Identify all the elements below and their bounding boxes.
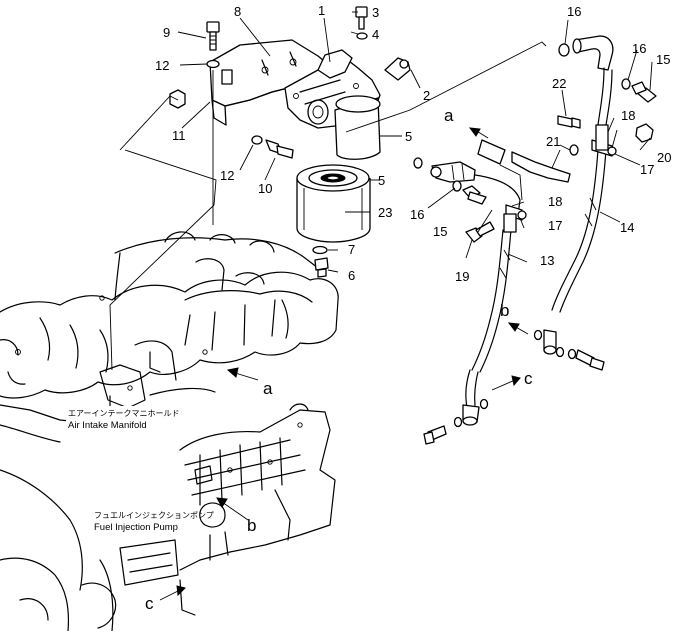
callout-9: 9 xyxy=(163,25,170,40)
hose-bracket xyxy=(511,151,571,183)
callout-7: 7 xyxy=(348,242,355,257)
callout-15-left: 15 xyxy=(433,224,447,239)
bolt-b xyxy=(575,349,605,371)
callout-17-left: 17 xyxy=(548,218,562,233)
elbow-16-left xyxy=(430,161,476,183)
callout-11: 11 xyxy=(172,128,186,143)
bolt-9 xyxy=(206,21,220,51)
bolt-3 xyxy=(355,6,368,30)
filter-cartridge-23 xyxy=(296,164,371,243)
callout-2: 2 xyxy=(423,88,430,103)
washer-b xyxy=(533,329,543,341)
leader-lines xyxy=(109,11,653,371)
callout-10: 10 xyxy=(258,181,272,196)
callout-18-right: 18 xyxy=(621,108,635,123)
view-letter-a-lower: a xyxy=(263,379,273,398)
callout-16-top: 16 xyxy=(567,4,581,19)
callout-6: 6 xyxy=(348,268,355,283)
callout-8: 8 xyxy=(234,4,241,19)
washer-b3 xyxy=(567,348,577,360)
fuel-pump-label-en: Fuel Injection Pump xyxy=(94,522,178,533)
washer-21 xyxy=(569,144,579,156)
callout-4: 4 xyxy=(372,27,379,42)
view-letter-a-upper: a xyxy=(444,106,454,125)
view-arrows xyxy=(159,127,529,601)
fuel-injection-pump xyxy=(0,403,336,632)
callout-21: 21 xyxy=(546,134,560,149)
callout-14: 14 xyxy=(620,220,634,235)
filter-cartridge-upper xyxy=(334,95,381,160)
washer-16-top xyxy=(558,43,570,57)
filter-bracket xyxy=(209,39,336,126)
bolt-10 xyxy=(265,139,294,159)
view-letter-c-upper: c xyxy=(524,369,533,388)
clamp-17-left xyxy=(503,204,527,233)
bolt-15-right xyxy=(631,81,657,103)
nut-11 xyxy=(169,89,186,109)
bolt-19 xyxy=(465,221,495,243)
nut-20 xyxy=(635,123,654,143)
callout-23: 23 xyxy=(378,205,392,220)
view-letter-b-lower: b xyxy=(247,516,256,535)
callout-1: 1 xyxy=(318,3,325,18)
callout-16-left: 16 xyxy=(410,207,424,222)
callout-15-right: 15 xyxy=(656,52,670,67)
washer-5-left xyxy=(413,157,423,169)
elbow-fitting xyxy=(384,57,411,81)
washer-16-right xyxy=(621,78,631,90)
air-intake-manifold xyxy=(0,231,339,443)
washer-4 xyxy=(356,32,368,40)
callout-5-upper: 5 xyxy=(405,129,412,144)
view-letters: a a b b c c xyxy=(145,106,533,613)
callout-19: 19 xyxy=(455,269,469,284)
fuel-pump-label-jp: フュエルインジェクションポンプ xyxy=(94,511,214,520)
view-letter-c-lower: c xyxy=(145,594,154,613)
callout-12-upper: 12 xyxy=(155,58,169,73)
washer-c2 xyxy=(479,398,489,410)
o-ring-7 xyxy=(312,245,328,255)
callout-numbers: 1 2 3 4 5 5 6 7 8 9 10 11 12 12 13 14 15… xyxy=(155,3,671,284)
bolt-c xyxy=(423,425,447,445)
callout-5-lower: 5 xyxy=(378,173,385,188)
elbow-16-top xyxy=(572,35,614,71)
callout-13: 13 xyxy=(540,253,554,268)
hose-14 xyxy=(551,67,613,313)
air-intake-label-jp: エアーインテークマニホールド xyxy=(68,409,180,418)
connector-a xyxy=(477,139,506,165)
drain-plug-6 xyxy=(314,257,329,278)
air-intake-label-en: Air Intake Manifold xyxy=(68,420,147,431)
callout-16-right: 16 xyxy=(632,41,646,56)
callout-3: 3 xyxy=(372,5,379,20)
elbow-lower-hose-14 xyxy=(543,329,557,355)
callout-17-right: 17 xyxy=(640,162,654,177)
washer-c xyxy=(453,416,463,428)
bolt-22 xyxy=(557,115,581,129)
callout-18-left: 18 xyxy=(548,194,562,209)
washer-16-left xyxy=(452,180,462,192)
elbow-lower-hose-13 xyxy=(462,404,480,426)
bolt-15-left xyxy=(462,185,487,205)
caption-labels: エアーインテークマニホールド Air Intake Manifold フュエルイ… xyxy=(66,406,214,534)
clamp-17-right xyxy=(591,124,617,157)
view-letter-b-upper: b xyxy=(500,301,509,320)
washer-b2 xyxy=(555,346,565,358)
callout-20: 20 xyxy=(657,150,671,165)
callout-12-lower: 12 xyxy=(220,168,234,183)
callout-22: 22 xyxy=(552,76,566,91)
washer-12-upper xyxy=(206,59,220,69)
washer-12-lower xyxy=(251,135,263,145)
